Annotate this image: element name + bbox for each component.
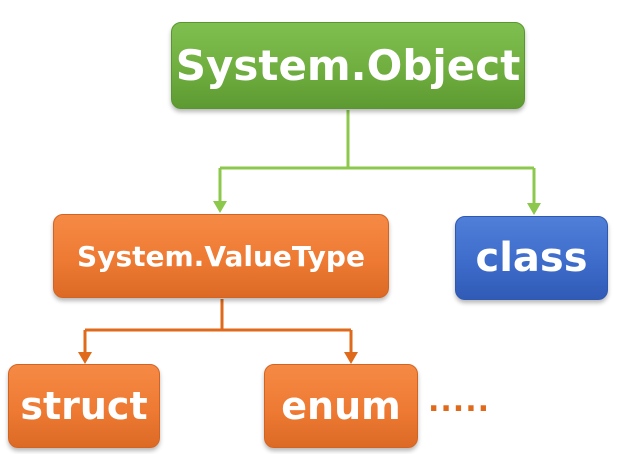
class-label: class (475, 235, 588, 281)
struct-arrowhead (78, 352, 92, 364)
struct-label: struct (20, 384, 148, 428)
system-valuetype-label: System.ValueType (77, 239, 365, 273)
system-object-node: System.Object (171, 22, 525, 109)
enum-node: enum (264, 364, 418, 448)
class-node: class (455, 216, 608, 300)
class-arrowhead (527, 203, 541, 215)
more-types-ellipsis: ..... (428, 384, 490, 419)
enum-arrowhead (344, 352, 358, 364)
system-object-label: System.Object (175, 41, 521, 90)
system-valuetype-node: System.ValueType (53, 214, 389, 298)
enum-label: enum (281, 384, 401, 428)
object-connectors (218, 110, 536, 204)
struct-node: struct (8, 364, 160, 448)
valuetype-connectors (83, 299, 353, 353)
valuetype-arrowhead (213, 201, 227, 213)
